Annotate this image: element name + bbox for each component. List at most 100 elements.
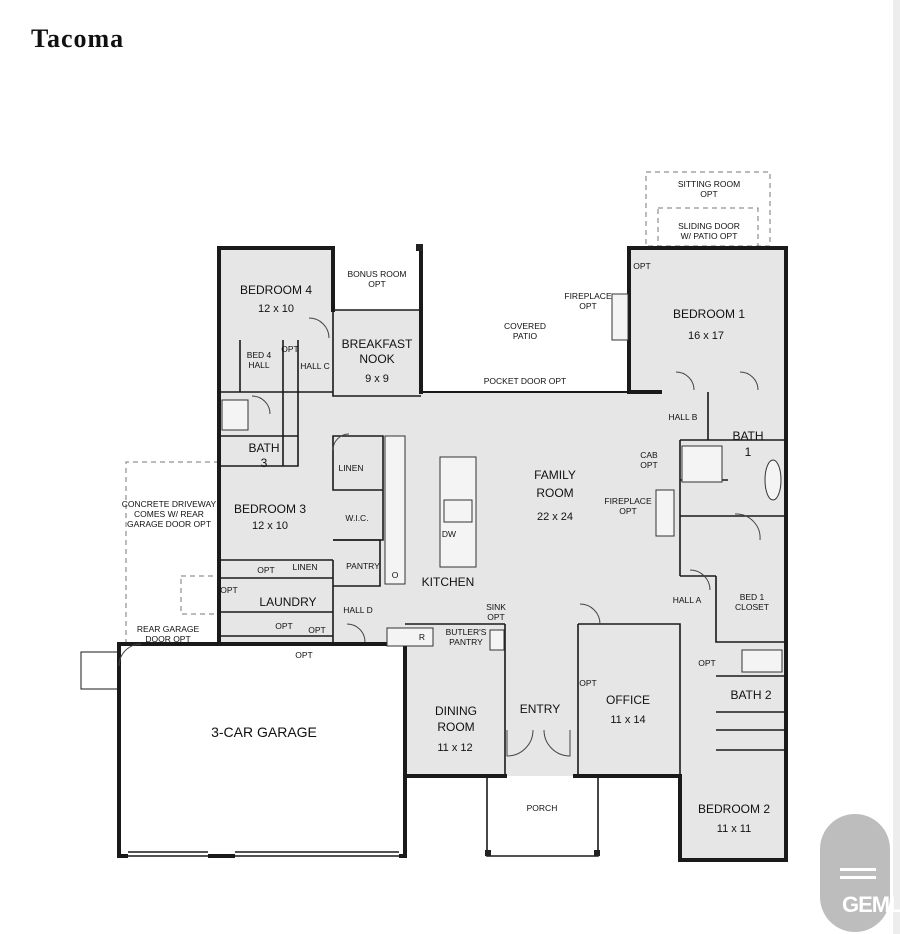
sliding-door-label-2: W/ PATIO OPT (681, 231, 738, 241)
porch-post-left (485, 850, 491, 856)
patio-label-2: PATIO (513, 331, 538, 341)
dw-label: DW (442, 529, 456, 539)
halla-label: HALL A (673, 595, 702, 605)
bedroom4-dim: 12 x 10 (258, 303, 294, 315)
bed4hall-label-2: HALL (248, 360, 270, 370)
fireplace-1 (611, 293, 629, 341)
bonus-room-label: BONUS ROOM (347, 269, 406, 279)
bed4hall-label-1: BED 4 (247, 350, 272, 360)
bath2-opt: OPT (698, 658, 715, 668)
kitchen-counter (384, 435, 406, 585)
sliding-door-outline (657, 207, 759, 247)
bath1-label-1: BATH (732, 429, 763, 443)
rear-garage-label-2: DOOR OPT (145, 634, 190, 644)
bath2-label: BATH 2 (730, 688, 771, 702)
garage-label: 3-CAR GARAGE (211, 724, 317, 740)
porch-outline (486, 776, 599, 857)
bedroom1-dim: 16 x 17 (688, 330, 724, 342)
porch-label: PORCH (527, 803, 558, 813)
linen1-label: LINEN (338, 463, 363, 473)
sink-label-2: OPT (487, 612, 504, 622)
wic-label: W.I.C. (345, 513, 368, 523)
room-fills (219, 248, 786, 860)
nook-label-2: NOOK (359, 352, 394, 366)
fireplace-2 (655, 489, 675, 537)
family-label-1: FAMILY (534, 468, 576, 482)
interior-walls (219, 309, 786, 776)
oven-label: O (392, 570, 399, 580)
entry-label: ENTRY (520, 702, 560, 716)
butler-counter (386, 627, 434, 647)
fireplace2-label-1: FIREPLACE (604, 496, 652, 506)
garage-doors (128, 851, 399, 857)
bonus-room-opt: OPT (368, 279, 385, 289)
nook-label-1: BREAKFAST (342, 337, 413, 351)
cab-label-1: CAB (640, 450, 658, 460)
tub-2 (741, 649, 783, 673)
garage-side-pad (80, 651, 119, 690)
rear-garage-label-1: REAR GARAGE (137, 624, 200, 634)
kitchen-label: KITCHEN (422, 575, 475, 589)
office-opt: OPT (579, 678, 596, 688)
room-labels: BEDROOM 4 12 x 10 BONUS ROOM OPT BREAKFA… (122, 179, 772, 835)
patio-label-1: COVERED (504, 321, 546, 331)
butler-label-2: PANTRY (449, 637, 483, 647)
dining-label-2: ROOM (437, 720, 474, 734)
island-sink (443, 499, 473, 523)
driveway-label-1: CONCRETE DRIVEWAY (122, 499, 217, 509)
linen2-label: LINEN (292, 562, 317, 572)
office-dim: 11 x 14 (610, 714, 645, 726)
family-label-2: ROOM (536, 486, 573, 500)
office-label: OFFICE (606, 693, 650, 707)
fridge-label: R (419, 632, 425, 642)
pantry-label: PANTRY (346, 561, 380, 571)
bedroom2-dim: 11 x 11 (717, 823, 751, 835)
bedroom4-label: BEDROOM 4 (240, 283, 312, 297)
pocket-door-label: POCKET DOOR OPT (484, 376, 567, 386)
driveway-label-2: COMES W/ REAR (134, 509, 204, 519)
tub-1 (764, 459, 782, 501)
driveway-step-outline (180, 575, 220, 615)
sitting-room-label-2: OPT (700, 189, 717, 199)
bedroom3-label: BEDROOM 3 (234, 502, 306, 516)
sliding-door-label-1: SLIDING DOOR (678, 221, 740, 231)
page-title: Tacoma (31, 24, 125, 53)
bedroom3-dim: 12 x 10 (252, 520, 288, 532)
hallb-label: HALL B (669, 412, 698, 422)
shower-1 (681, 445, 723, 483)
sitting-room-label-1: SITTING ROOM (678, 179, 740, 189)
driveway-outline (125, 461, 219, 645)
laundry-opt-4: OPT (308, 625, 325, 635)
nook-dim: 9 x 9 (365, 373, 389, 385)
sink-label-1: SINK (486, 602, 506, 612)
bedroom1-opt: OPT (633, 261, 650, 271)
laundry-opt-1: OPT (257, 565, 274, 575)
bedroom1-label: BEDROOM 1 (673, 307, 745, 321)
bedroom2-label: BEDROOM 2 (698, 802, 770, 816)
watermark-text: GEMLS (842, 892, 900, 917)
gemls-watermark: GEMLS (820, 814, 900, 932)
bath1-label-2: 1 (745, 445, 752, 459)
page-edge (893, 0, 900, 934)
bed4-opt: OPT (281, 344, 298, 354)
bed1closet-label-1: BED 1 (740, 592, 765, 602)
laundry-opt-3: OPT (275, 621, 292, 631)
laundry-label: LAUNDRY (259, 595, 316, 609)
patio-post (416, 244, 423, 251)
fireplace1-label-2: OPT (579, 301, 596, 311)
hallc-label: HALL C (300, 361, 329, 371)
family-dim: 22 x 24 (537, 511, 573, 523)
driveway-label-3: GARAGE DOOR OPT (127, 519, 211, 529)
laundry-opt-2: OPT (220, 585, 237, 595)
garage-opt: OPT (295, 650, 312, 660)
shower-3 (221, 399, 249, 431)
bath3-label-1: BATH (248, 441, 279, 455)
sink-opt (489, 629, 505, 651)
bed1closet-label-2: CLOSET (735, 602, 769, 612)
doors (118, 317, 761, 757)
halld-label: HALL D (343, 605, 372, 615)
fireplace1-label-1: FIREPLACE (564, 291, 612, 301)
bath3-label-2: 3 (261, 456, 268, 470)
porch-post-right (594, 850, 600, 856)
